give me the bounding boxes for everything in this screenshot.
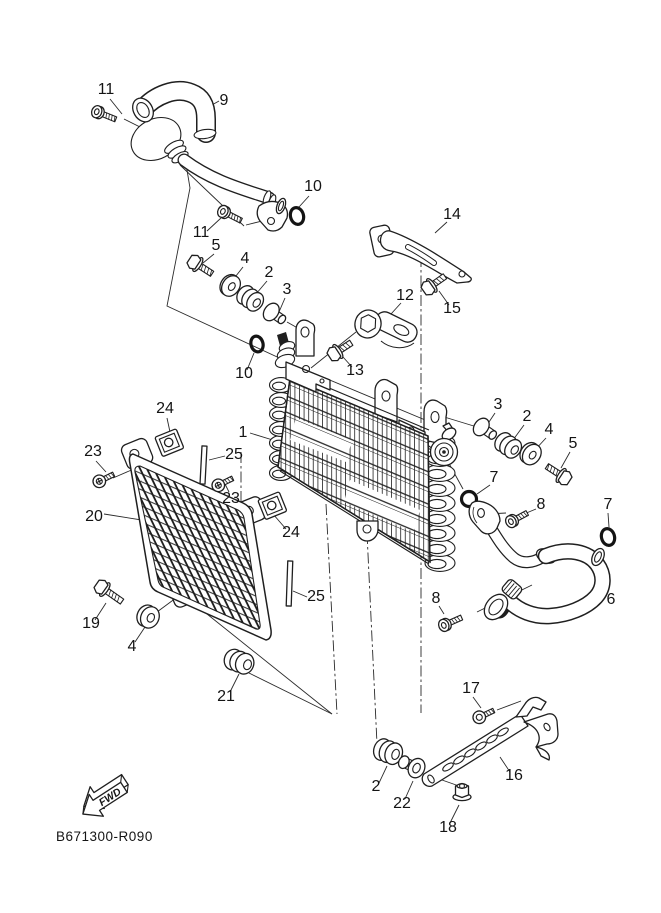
bolt-15: [420, 273, 448, 296]
grommet-2-bottom: [372, 738, 404, 766]
callout-3-right: 3: [494, 396, 503, 413]
oil-hose-lower: [468, 500, 611, 625]
drawing-number: B671300-R090: [56, 829, 153, 844]
callout-7-left: 7: [490, 469, 499, 486]
bolt-5-right: [544, 463, 573, 486]
callout-24-right: 24: [282, 524, 300, 541]
callout-5-right: 5: [569, 435, 578, 452]
screw-23-right: [211, 475, 235, 493]
collar-3-right: [472, 417, 498, 440]
cooler-mount-tab-right: [423, 399, 448, 446]
clip-nut-24-right: [257, 491, 287, 520]
o-ring-7-left: [459, 489, 479, 509]
callout-12: 12: [396, 287, 414, 304]
seal-strip-25-lower: [285, 560, 294, 607]
cooler-mount-tab-upper-left: [295, 319, 316, 357]
oil-cooler: [268, 319, 459, 572]
callout-8-upper: 8: [537, 496, 546, 513]
cooler-outlet-fitting: [429, 422, 459, 467]
cooler-bottom-tab: [356, 520, 379, 542]
callout-17: 17: [462, 680, 480, 697]
callout-5-left: 5: [212, 237, 221, 254]
callout-3-left: 3: [283, 281, 292, 298]
washer-4-bottom: [136, 604, 160, 629]
bolt-17: [472, 707, 496, 725]
washer-4-right: [519, 441, 542, 466]
callout-13: 13: [346, 362, 364, 379]
screw-23-left: [92, 471, 116, 489]
bolt-8-lower: [437, 614, 464, 633]
grommet-21: [223, 648, 255, 675]
clip-nut-24-left: [154, 428, 184, 457]
bolt-13: [326, 339, 354, 362]
callout-4-left: 4: [241, 250, 250, 267]
bolt-19: [93, 579, 125, 605]
flange-nut-18: [452, 782, 472, 802]
label-leaders: [94, 98, 610, 824]
stay-bracket-16: [421, 696, 559, 787]
hose-flange: [468, 500, 501, 535]
hose-clamp: [501, 579, 523, 600]
o-ring-7-right: [599, 527, 617, 547]
callout-10-upper: 10: [304, 178, 322, 195]
oil-pipe-upper: [130, 81, 289, 232]
bolt-5-left: [186, 254, 215, 277]
callout-20: 20: [85, 508, 103, 525]
callout-6: 6: [607, 591, 616, 608]
callout-23-right: 23: [222, 490, 240, 507]
callout-21: 21: [217, 688, 235, 705]
callout-18: 18: [439, 819, 457, 836]
callout-11-upper: 11: [98, 81, 115, 98]
callout-16: 16: [505, 767, 523, 784]
washer-4-left: [219, 273, 242, 297]
callout-2-right: 2: [523, 408, 532, 425]
bolt-11-lower: [216, 204, 243, 224]
grommet-2-right: [494, 432, 523, 459]
callout-15: 15: [443, 300, 461, 317]
o-ring-10-mid: [249, 334, 265, 354]
callout-23-left: 23: [84, 443, 102, 460]
callout-4-bottom: 4: [128, 638, 137, 655]
callout-25-lower: 25: [307, 588, 325, 605]
callout-14: 14: [443, 206, 461, 223]
callout-2-left: 2: [265, 264, 274, 281]
cooler-inlet-plate: [285, 361, 331, 393]
callout-8-lower: 8: [432, 590, 441, 607]
callout-labels: 11 9 10 11 5 4 2 3 10 14 15 12 13 1 24 2…: [82, 81, 615, 836]
collar-22: [397, 755, 426, 779]
callout-11-lower: 11: [193, 224, 210, 241]
bolt-11-upper: [90, 104, 118, 123]
callout-25-upper: 25: [225, 446, 243, 463]
callout-7-right: 7: [604, 496, 613, 513]
callout-9: 9: [220, 92, 229, 109]
bracket-14: [369, 224, 472, 284]
grommet-2-left: [236, 285, 265, 312]
callout-22: 22: [393, 795, 411, 812]
callout-24-left: 24: [156, 400, 174, 417]
callout-2-bottom: 2: [372, 778, 381, 795]
collar-3-left: [262, 302, 287, 325]
callout-1: 1: [239, 424, 248, 441]
callout-19: 19: [82, 615, 100, 632]
cooler-mount-tab-center: [374, 378, 399, 423]
callout-4-right: 4: [545, 421, 554, 438]
o-ring-10-upper: [288, 206, 306, 226]
callout-10-mid: 10: [235, 365, 253, 382]
clamp-12: [354, 309, 418, 349]
fwd-arrow: FWD: [82, 773, 129, 817]
cooler-inlet-fitting: [274, 332, 296, 369]
bolt-8-upper: [504, 510, 530, 529]
seal-strip-25-upper: [199, 445, 208, 485]
